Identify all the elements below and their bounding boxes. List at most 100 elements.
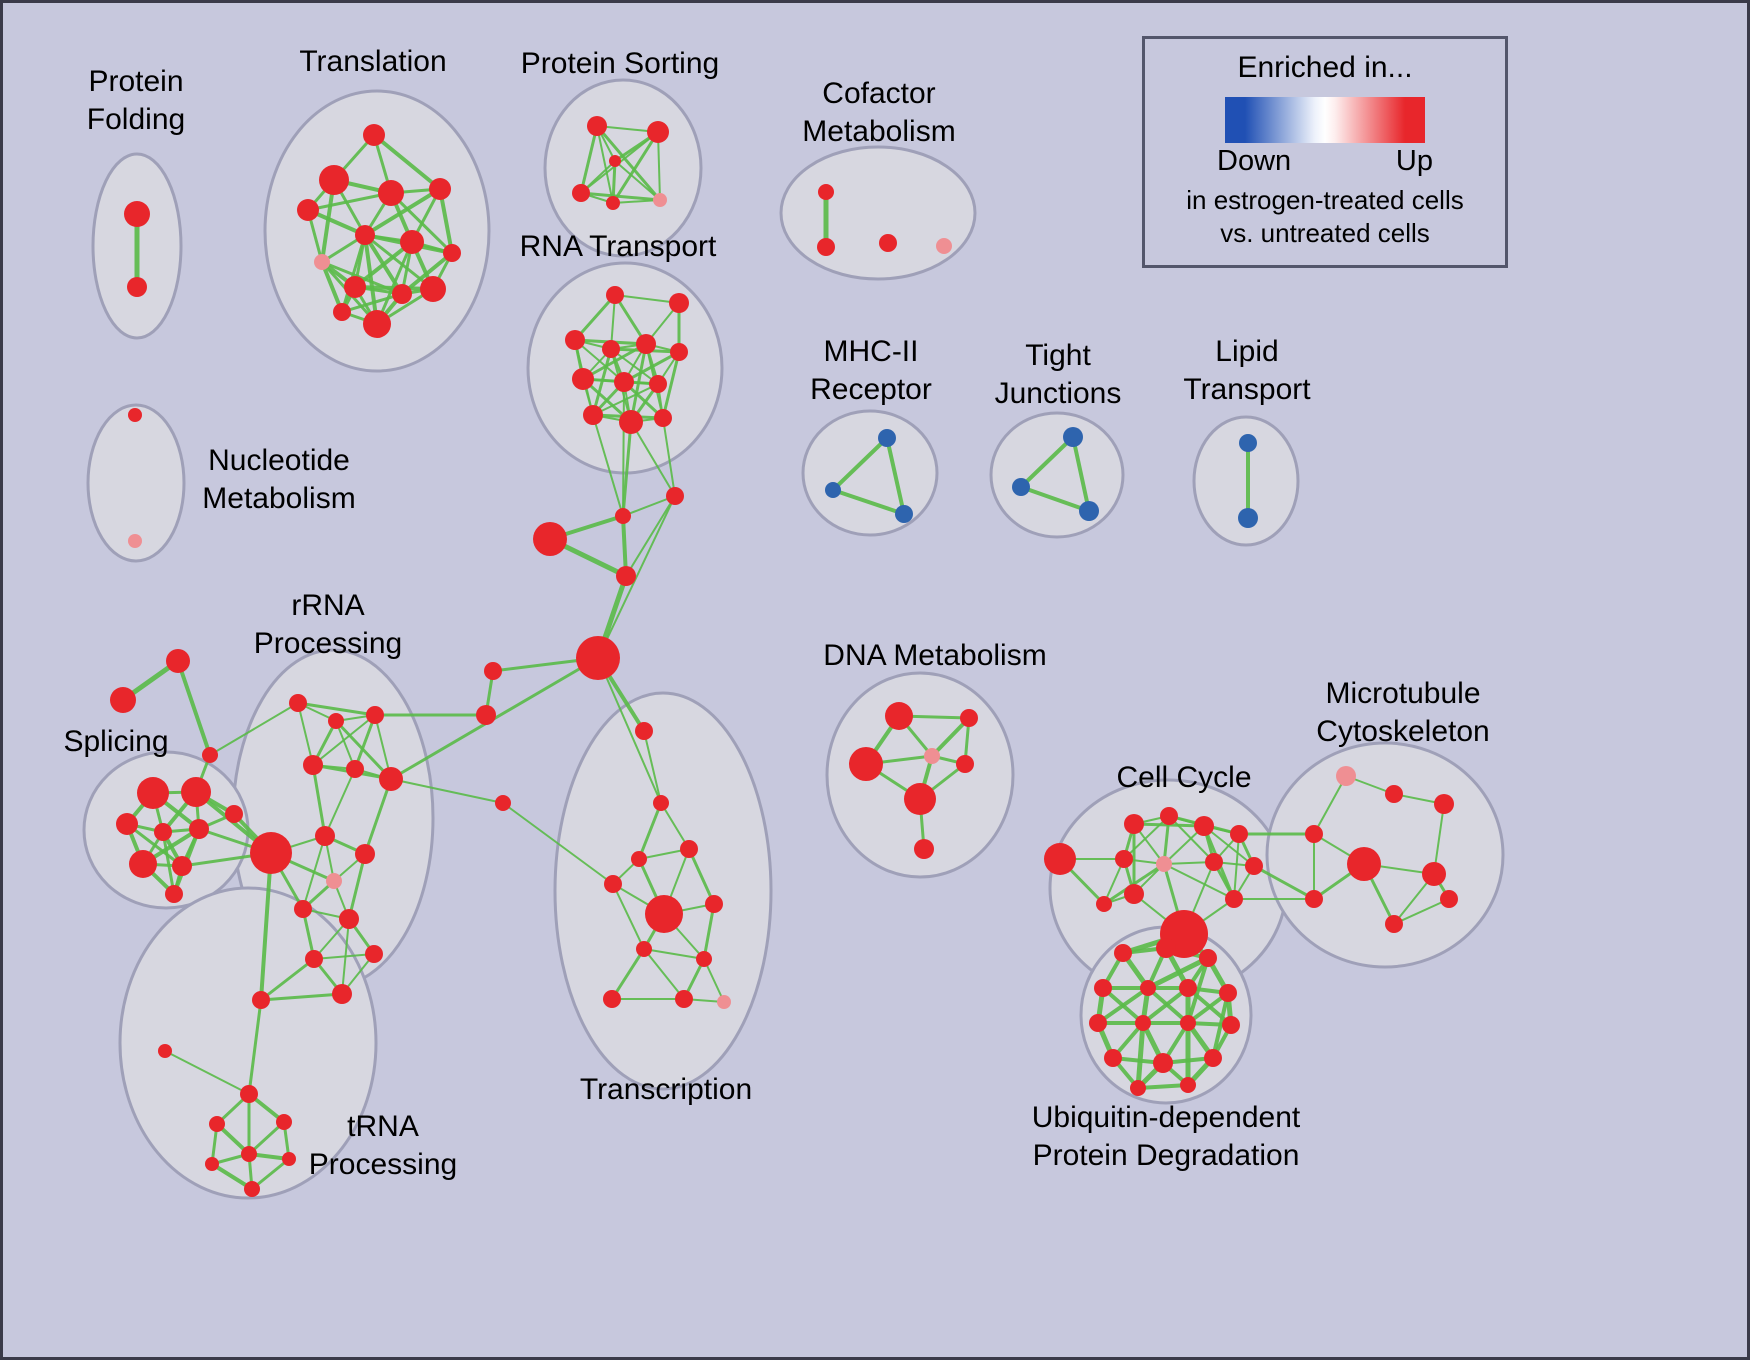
gene-set-node (1130, 1080, 1146, 1096)
gene-set-node (289, 694, 307, 712)
network-edge (595, 124, 662, 202)
gene-set-node (1115, 850, 1133, 868)
gene-set-node (127, 277, 147, 297)
network-edge (687, 847, 716, 906)
network-nodes (110, 116, 1458, 1197)
cluster-label-splicing: Splicing (63, 725, 168, 758)
gene-set-node (344, 276, 366, 298)
network-edge (622, 381, 625, 517)
gene-set-node (314, 254, 330, 270)
gene-set-node (332, 984, 352, 1004)
cluster-label-cell_cycle: Cell Cycle (1116, 761, 1251, 794)
gene-set-node (956, 755, 974, 773)
network-edge (311, 763, 327, 838)
gene-set-node (365, 945, 383, 963)
network-edge (611, 159, 617, 205)
network-edge (831, 488, 906, 516)
legend-caption-line2: vs. untreated cells (1220, 218, 1430, 248)
network-edge (611, 130, 660, 205)
network-edge (592, 414, 624, 517)
network-edge (591, 347, 613, 417)
network-edge (831, 436, 889, 492)
gene-set-node (924, 748, 940, 764)
gene-set-node (379, 767, 403, 791)
cluster-label-protein_sorting: Protein Sorting (521, 47, 719, 80)
network-edge (247, 998, 263, 1096)
cluster-label-dna_metabolism: DNA Metabolism (823, 639, 1046, 672)
gene-set-node (202, 747, 218, 763)
gene-set-node (355, 225, 375, 245)
gene-set-node (339, 909, 359, 929)
gene-set-node (363, 310, 391, 338)
network-edge (643, 948, 705, 960)
gene-set-node (346, 760, 364, 778)
gene-set-node (129, 850, 157, 878)
gene-set-node (636, 941, 652, 957)
gene-set-node (400, 230, 424, 254)
network-edge (592, 383, 659, 416)
gene-set-node (576, 636, 620, 680)
network-edge (372, 133, 442, 191)
gene-set-node (635, 722, 653, 740)
gene-set-node (615, 508, 631, 524)
network-edge (502, 802, 614, 885)
cluster-label-translation: Translation (299, 45, 446, 78)
network-edge (597, 657, 662, 804)
network-edge (302, 835, 326, 910)
gene-set-node (606, 196, 620, 210)
gene-set-node (1204, 1049, 1222, 1067)
gene-set-node (583, 405, 603, 425)
network-edge (390, 778, 504, 804)
gene-set-node (1225, 890, 1243, 908)
gene-set-node (1245, 857, 1263, 875)
network-edge (296, 701, 377, 717)
gene-set-node (1385, 915, 1403, 933)
gene-set-node (619, 410, 643, 434)
gene-set-node (303, 755, 323, 775)
gene-set-node (649, 375, 667, 393)
gene-set-node (1079, 501, 1099, 521)
gene-set-node (181, 777, 211, 807)
gene-set-node (654, 409, 672, 427)
network-edge (662, 417, 676, 497)
network-edge (1145, 955, 1211, 991)
gene-set-node (675, 990, 693, 1008)
gene-set-node (1422, 862, 1446, 886)
network-edge (637, 801, 663, 861)
gene-set-node (1114, 944, 1132, 962)
gene-set-node (631, 851, 647, 867)
gene-set-node (333, 303, 351, 321)
gene-set-node (818, 184, 834, 200)
network-edge (353, 713, 377, 771)
gene-set-node (1347, 847, 1381, 881)
network-edge (1096, 986, 1150, 1025)
gene-set-node (110, 687, 136, 713)
network-edge (610, 294, 616, 350)
cluster-ellipse-transcription (553, 691, 773, 1091)
gene-set-node (1180, 1015, 1196, 1031)
gene-set-node (604, 875, 622, 893)
network-edge (625, 495, 676, 577)
network-edge (1313, 775, 1347, 835)
gene-set-node (533, 522, 567, 556)
gene-set-node (680, 840, 698, 858)
cluster-ellipse-rna_transport (526, 261, 724, 475)
gene-set-node (315, 826, 335, 846)
cluster-ellipse-mhc_receptor (801, 409, 939, 537)
gene-set-node (666, 487, 684, 505)
gene-set-node (647, 121, 669, 143)
gene-set-node (366, 706, 384, 724)
network-edge (579, 191, 662, 202)
network-edge (375, 240, 414, 326)
network-edge (612, 199, 661, 204)
gene-set-node (1156, 856, 1172, 872)
gene-set-node (1135, 1015, 1151, 1031)
gene-set-node (602, 340, 620, 358)
gene-set-node (1063, 427, 1083, 447)
gene-set-node (319, 165, 349, 195)
gene-set-node (705, 895, 723, 913)
